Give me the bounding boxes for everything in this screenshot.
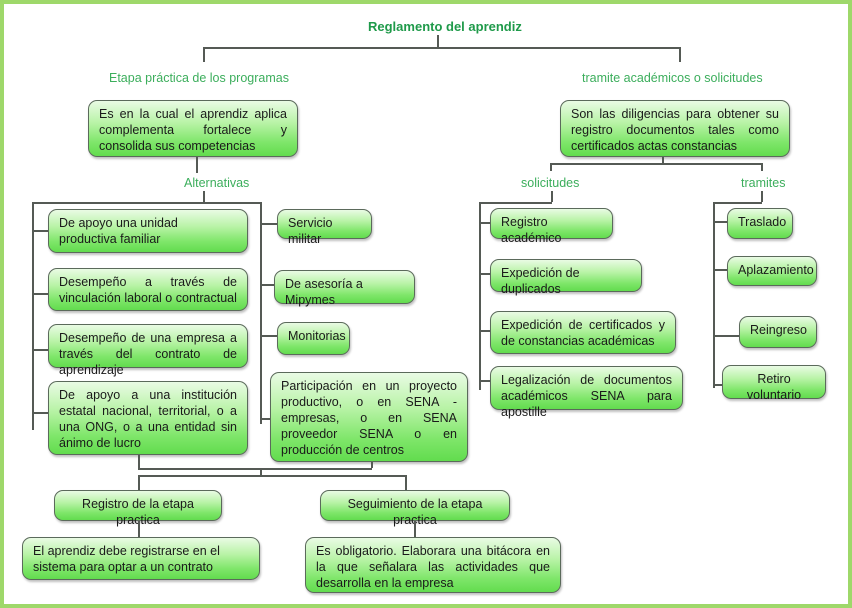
alternative-box: Servicio militar: [277, 209, 372, 246]
connector: [196, 157, 198, 173]
tramite-item: Aplazamiento: [727, 256, 817, 286]
alternativas-label: Alternativas: [184, 176, 250, 190]
connector: [713, 221, 727, 223]
solicitud-item: Expedición de certificados y de constanc…: [490, 311, 676, 354]
connector: [713, 384, 722, 386]
connector: [32, 230, 48, 232]
connector: [32, 349, 48, 351]
connector: [260, 468, 262, 475]
connector: [32, 412, 48, 414]
tramite-item: Reingreso: [739, 316, 817, 348]
tramites-label: tramites: [741, 176, 786, 190]
connector: [479, 380, 490, 382]
alternative-box: Desempeño a través de vinculación labora…: [48, 268, 248, 311]
connector: [32, 202, 34, 430]
connector: [437, 35, 439, 47]
alternative-box: Desempeño de una empresa a través del co…: [48, 324, 248, 377]
connector: [260, 223, 277, 225]
connector: [138, 468, 372, 470]
connector: [679, 47, 681, 62]
connector: [203, 47, 205, 62]
connector: [713, 269, 727, 271]
connector: [713, 202, 762, 204]
connector: [371, 462, 373, 468]
connector: [713, 335, 739, 337]
connector: [405, 475, 407, 490]
alternative-box: De apoyo una unidad productiva familiar: [48, 209, 248, 253]
solicitud-item: Expedición de duplicados: [490, 259, 642, 296]
seguimiento-etapa-practica: Seguimiento de la etapa practica: [320, 490, 510, 527]
connector: [761, 191, 763, 202]
alternative-box: Participación en un proyecto productivo,…: [270, 372, 468, 462]
branch-label-tramites-academicos: tramite académicos o solicitudes: [582, 71, 763, 85]
branch-label-etapa-practica: Etapa práctica de los programas: [109, 71, 289, 85]
connector: [203, 47, 680, 49]
diagram-title: Reglamento del aprendiz: [368, 19, 522, 34]
connector: [479, 222, 490, 224]
connector: [32, 202, 261, 204]
connector: [138, 475, 406, 477]
connector: [479, 330, 490, 332]
tramites-description: Son las diligencias para obtener su regi…: [560, 100, 790, 157]
connector: [713, 202, 715, 388]
tramite-item: Retiro voluntario: [722, 365, 826, 402]
connector: [662, 157, 664, 163]
connector: [260, 418, 270, 420]
registro-detail: El aprendiz debe registrarse en el siste…: [22, 537, 260, 580]
tramite-item: Traslado: [727, 208, 793, 239]
connector: [138, 475, 140, 490]
solicitud-item: Legalización de documentos académicos SE…: [490, 366, 683, 419]
connector: [260, 202, 262, 424]
connector: [479, 273, 490, 275]
connector: [551, 191, 553, 202]
registro-etapa-practica: Registro de la etapa practica: [54, 490, 222, 527]
connector: [32, 293, 48, 295]
connector: [260, 335, 277, 337]
solicitud-item: Registro académico: [490, 208, 613, 245]
connector: [761, 163, 763, 171]
connector: [550, 163, 762, 165]
alternative-box: De asesoría a Mipymes: [274, 270, 415, 307]
etapa-practica-description: Es en la cual el aprendiz aplica complem…: [88, 100, 298, 157]
alternative-box: Monitorias: [277, 322, 350, 355]
seguimiento-detail: Es obligatorio. Elaborara una bitácora e…: [305, 537, 561, 593]
connector: [138, 521, 140, 537]
connector: [203, 191, 205, 202]
connector: [479, 202, 481, 390]
connector: [138, 455, 140, 468]
connector: [479, 202, 552, 204]
solicitudes-label: solicitudes: [521, 176, 580, 190]
connector: [550, 163, 552, 171]
alternative-box: De apoyo a una institución estatal nacio…: [48, 381, 248, 455]
connector: [260, 284, 274, 286]
connector: [414, 521, 416, 537]
